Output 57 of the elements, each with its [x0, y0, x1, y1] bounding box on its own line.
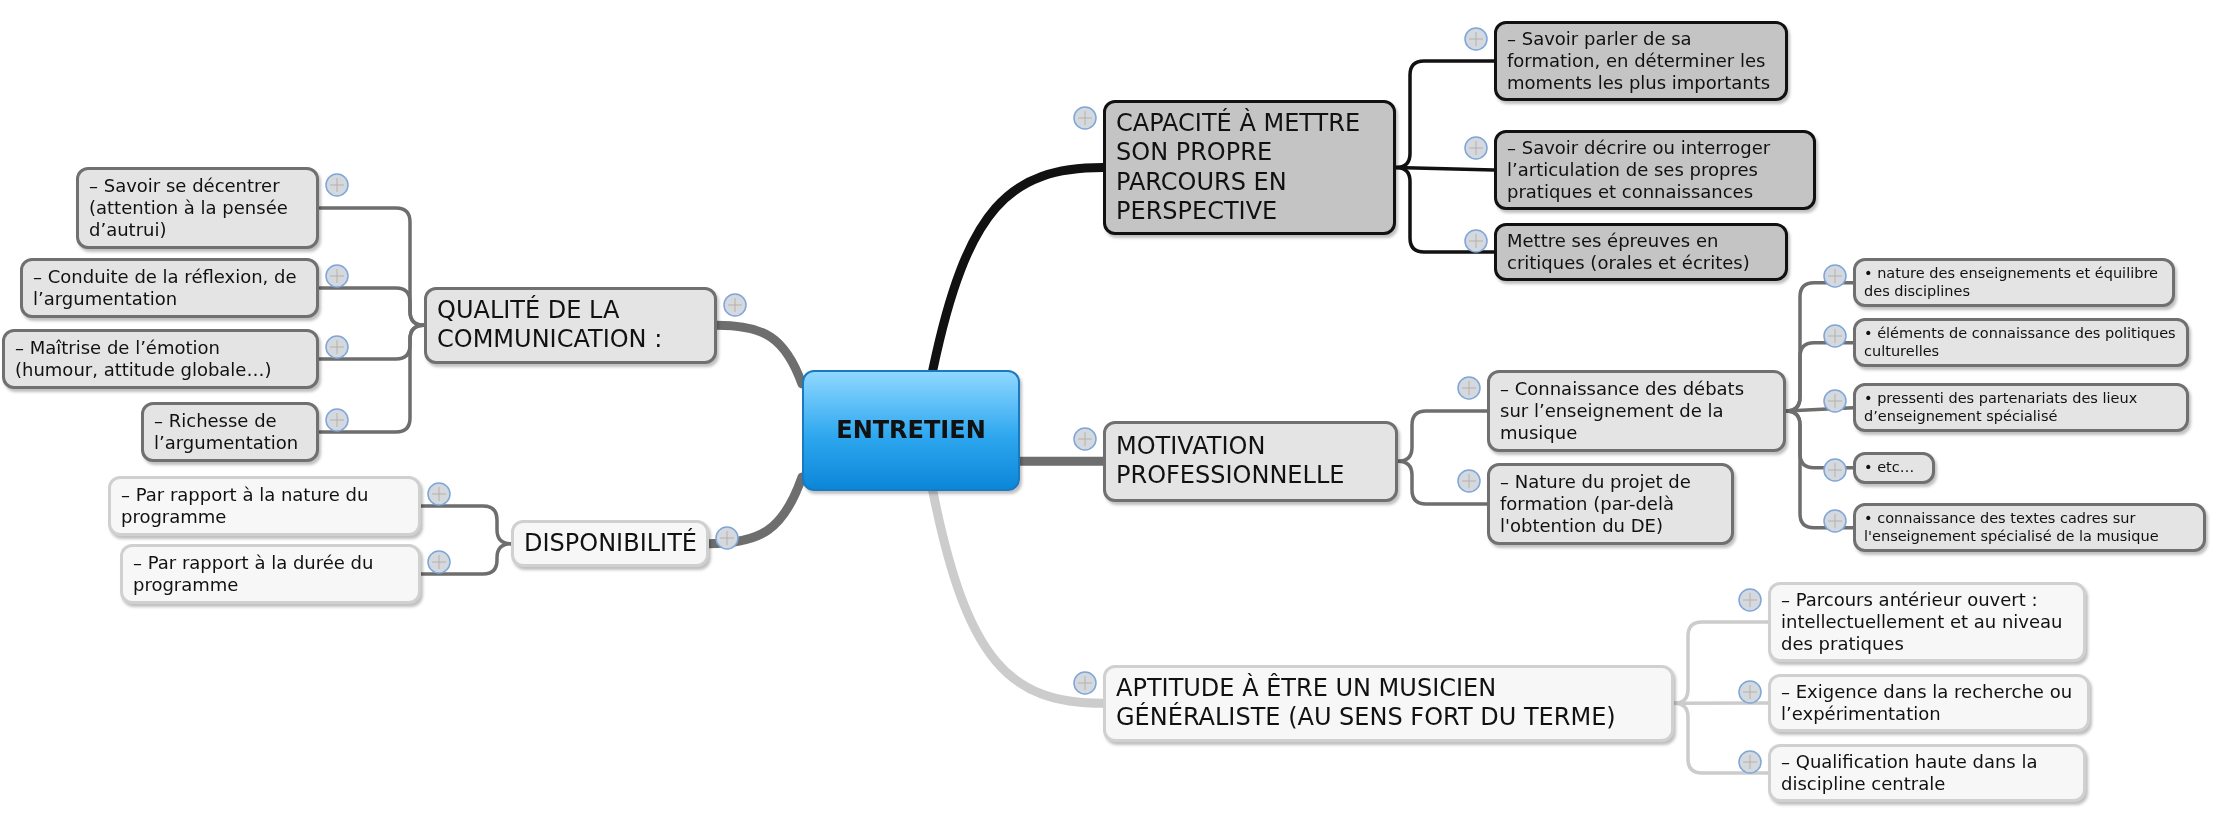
topic-box	[141, 402, 319, 462]
topic-text: • connaissance des textes cadres sur l'enseignement spécialisé de la musique	[1864, 510, 2160, 546]
topic-text: APTITUDE À ÊTRE UN MUSICIEN GÉNÉRALISTE (AU SENS FORT DU TERME)	[1116, 674, 1617, 733]
topic-box	[1103, 100, 1396, 236]
topic-box	[1494, 130, 1816, 210]
topic-box	[1103, 421, 1398, 502]
branch-line	[1672, 620, 1770, 705]
topic-box	[120, 544, 421, 604]
topic-text: CAPACITÉ À METTRE SON PROPRE PARCOURS EN PERSPECTIVE	[1116, 109, 1362, 227]
topic-text: Mettre ses épreuves en critiques (orales et écrites)	[1507, 230, 1751, 274]
topic-text: – Savoir se décentrer (attention à la pensée d’autrui)	[89, 175, 289, 241]
topic-box	[424, 287, 717, 364]
topic-text: – Qualification haute dans la discipline centrale	[1781, 751, 2039, 795]
topic-box	[108, 476, 421, 536]
topic-box	[1853, 452, 1935, 484]
topic-box	[1494, 21, 1788, 101]
topic-text: – Parcours antérieur ouvert : intellectuellement et au niveau des pratiques	[1781, 589, 2064, 655]
topic-box	[1853, 258, 2175, 308]
topic-text: – Exigence dans la recherche ou l’expérimentation	[1781, 681, 2074, 725]
branch-line	[317, 323, 426, 434]
topic-box	[1494, 223, 1788, 281]
topic-text: – Par rapport à la nature du programme	[121, 484, 370, 528]
topic-box	[511, 520, 709, 568]
topic-box	[2, 329, 319, 389]
central-topic-box	[802, 370, 1020, 491]
topic-text: – Richesse de l’argumentation	[154, 410, 300, 454]
topic-text: • pressenti des partenariats des lieux d’enseignement spécialisé	[1864, 390, 2139, 426]
topic-box	[1768, 582, 2086, 662]
branch-line	[1396, 459, 1489, 506]
topic-text: – Par rapport à la durée du programme	[133, 552, 375, 596]
topic-text: – Nature du projet de formation (par-delà l'obtention du DE)	[1500, 471, 1692, 537]
branch-line	[419, 541, 513, 576]
topic-text: – Savoir décrire ou interroger l’articulation de ses propres pratiques et connaissances	[1507, 137, 1772, 203]
branch-line	[317, 286, 426, 327]
topic-text: • nature des enseignements et équilibre des disciplines	[1864, 265, 2159, 301]
branch-line	[1394, 165, 1496, 254]
topic-text: • etc…	[1864, 459, 1916, 477]
topic-box	[1103, 665, 1674, 742]
topic-text: – Conduite de la réflexion, de l’argumentation	[33, 266, 298, 310]
topic-text: QUALITÉ DE LA COMMUNICATION :	[437, 296, 664, 355]
topic-text: – Maîtrise de l’émotion (humour, attitude globale…)	[15, 337, 273, 381]
topic-box	[1853, 503, 2206, 553]
topic-box	[1853, 318, 2189, 368]
topic-box	[1487, 463, 1734, 545]
topic-box	[1768, 744, 2086, 802]
topic-text: MOTIVATION PROFESSIONNELLE	[1116, 432, 1346, 491]
topic-box	[76, 167, 319, 249]
topic-box	[20, 258, 319, 318]
topic-box	[1853, 383, 2189, 433]
topic-box	[1768, 674, 2090, 732]
topic-text: • éléments de connaissance des politiques culturelles	[1864, 325, 2177, 361]
topic-text: – Savoir parler de sa formation, en déterminer les moments les plus importants	[1507, 28, 1772, 94]
topic-box	[1487, 370, 1786, 452]
central-topic-text: ENTRETIEN	[836, 415, 986, 446]
topic-text: DISPONIBILITÉ	[524, 529, 696, 559]
topic-text: – Connaissance des débats sur l’enseignement de la musique	[1500, 378, 1746, 444]
branch-line	[1396, 409, 1489, 463]
